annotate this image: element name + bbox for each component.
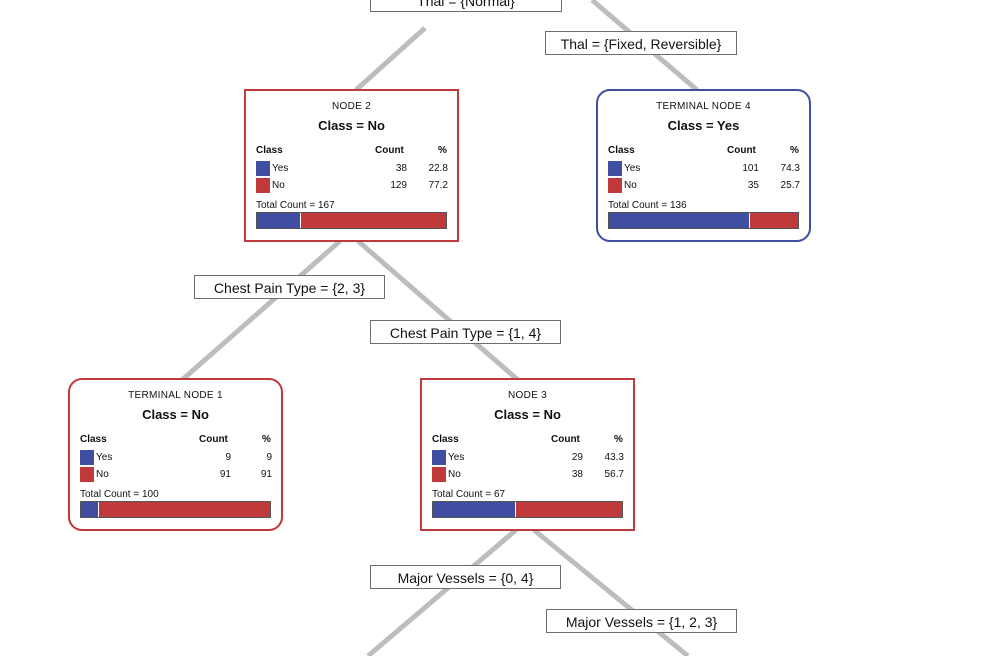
row-yes: Yes 38 22.8 xyxy=(256,161,449,176)
row-percent: 25.7 xyxy=(780,180,800,191)
split-label-major-vessels-1-2-3: Major Vessels = {1, 2, 3} xyxy=(546,609,737,633)
class-proportion-bar xyxy=(80,501,271,518)
edge-node2-node3 xyxy=(356,239,520,382)
swatch-yes xyxy=(432,450,446,465)
row-percent: 43.3 xyxy=(604,452,624,463)
node-title: TERMINAL NODE 4 xyxy=(656,101,751,112)
header-percent: % xyxy=(438,145,447,156)
header-class: Class xyxy=(256,145,283,156)
bar-segment-no xyxy=(300,213,446,228)
row-count: 29 xyxy=(571,452,583,463)
node-title: TERMINAL NODE 1 xyxy=(128,390,223,401)
bar-segment-no xyxy=(514,502,622,517)
bar-segment-yes xyxy=(81,502,98,517)
row-count: 101 xyxy=(742,163,759,174)
bar-segment-yes xyxy=(433,502,515,517)
row-no: No 129 77.2 xyxy=(256,178,449,193)
node-class-label: Class = No xyxy=(318,118,385,133)
node-class-label: Class = No xyxy=(494,407,561,422)
header-count: Count xyxy=(551,434,580,445)
header-class: Class xyxy=(432,434,459,445)
row-no: No 38 56.7 xyxy=(432,467,625,482)
swatch-no xyxy=(80,467,94,482)
total-count: Total Count = 67 xyxy=(432,489,506,500)
swatch-no xyxy=(256,178,270,193)
total-count: Total Count = 167 xyxy=(256,200,335,211)
split-label-chest-pain-2-3: Chest Pain Type = {2, 3} xyxy=(194,275,385,299)
bar-segment-no xyxy=(749,213,798,228)
row-label: No xyxy=(448,469,461,480)
row-percent: 9 xyxy=(266,452,272,463)
row-count: 38 xyxy=(571,469,583,480)
swatch-no xyxy=(432,467,446,482)
row-percent: 74.3 xyxy=(780,163,800,174)
row-count: 35 xyxy=(747,180,759,191)
header-count: Count xyxy=(375,145,404,156)
swatch-yes xyxy=(80,450,94,465)
row-label: Yes xyxy=(624,163,641,174)
header-percent: % xyxy=(614,434,623,445)
total-count: Total Count = 100 xyxy=(80,489,159,500)
node-title: NODE 2 xyxy=(331,101,372,112)
bar-segment-yes xyxy=(257,213,301,228)
row-count: 38 xyxy=(395,163,407,174)
edge-node2-terminal1 xyxy=(180,239,342,382)
header-count: Count xyxy=(727,145,756,156)
row-count: 129 xyxy=(390,180,407,191)
row-no: No 91 91 xyxy=(80,467,273,482)
row-yes: Yes 29 43.3 xyxy=(432,450,625,465)
node-2[interactable]: NODE 2 Class = No Class Count % Yes 38 2… xyxy=(244,89,459,242)
edge-node3-left-child xyxy=(366,528,518,656)
swatch-no xyxy=(608,178,622,193)
header-percent: % xyxy=(790,145,799,156)
edge-root-node2 xyxy=(354,26,427,92)
node-class-label: Class = No xyxy=(142,407,209,422)
row-percent: 77.2 xyxy=(428,180,448,191)
class-proportion-bar xyxy=(256,212,447,229)
split-label-chest-pain-1-4: Chest Pain Type = {1, 4} xyxy=(370,320,561,344)
row-yes: Yes 101 74.3 xyxy=(608,161,801,176)
row-percent: 22.8 xyxy=(428,163,448,174)
split-label-major-vessels-0-4: Major Vessels = {0, 4} xyxy=(370,565,561,589)
row-label: No xyxy=(624,180,637,191)
header-count: Count xyxy=(199,434,228,445)
node-3[interactable]: NODE 3 Class = No Class Count % Yes 29 4… xyxy=(420,378,635,531)
split-label-thal-fixed-reversible: Thal = {Fixed, Reversible} xyxy=(545,31,737,55)
terminal-node-4[interactable]: TERMINAL NODE 4 Class = Yes Class Count … xyxy=(596,89,811,242)
edge-node3-right-child xyxy=(532,528,690,656)
total-count: Total Count = 136 xyxy=(608,200,687,211)
node-title: NODE 3 xyxy=(507,390,548,401)
node-class-label: Class = Yes xyxy=(667,118,740,133)
swatch-yes xyxy=(608,161,622,176)
bar-segment-no xyxy=(98,502,270,517)
row-count: 9 xyxy=(225,452,231,463)
row-label: Yes xyxy=(448,452,465,463)
class-proportion-bar xyxy=(432,501,623,518)
row-count: 91 xyxy=(219,469,231,480)
split-label-thal-normal: Thal = {Normal} xyxy=(370,0,562,12)
row-label: Yes xyxy=(96,452,113,463)
swatch-yes xyxy=(256,161,270,176)
row-label: Yes xyxy=(272,163,289,174)
header-class: Class xyxy=(80,434,107,445)
bar-segment-yes xyxy=(609,213,750,228)
row-percent: 91 xyxy=(260,469,272,480)
header-percent: % xyxy=(262,434,271,445)
header-class: Class xyxy=(608,145,635,156)
class-proportion-bar xyxy=(608,212,799,229)
terminal-node-1[interactable]: TERMINAL NODE 1 Class = No Class Count %… xyxy=(68,378,283,531)
row-label: No xyxy=(96,469,109,480)
row-yes: Yes 9 9 xyxy=(80,450,273,465)
row-no: No 35 25.7 xyxy=(608,178,801,193)
row-percent: 56.7 xyxy=(604,469,624,480)
row-label: No xyxy=(272,180,285,191)
